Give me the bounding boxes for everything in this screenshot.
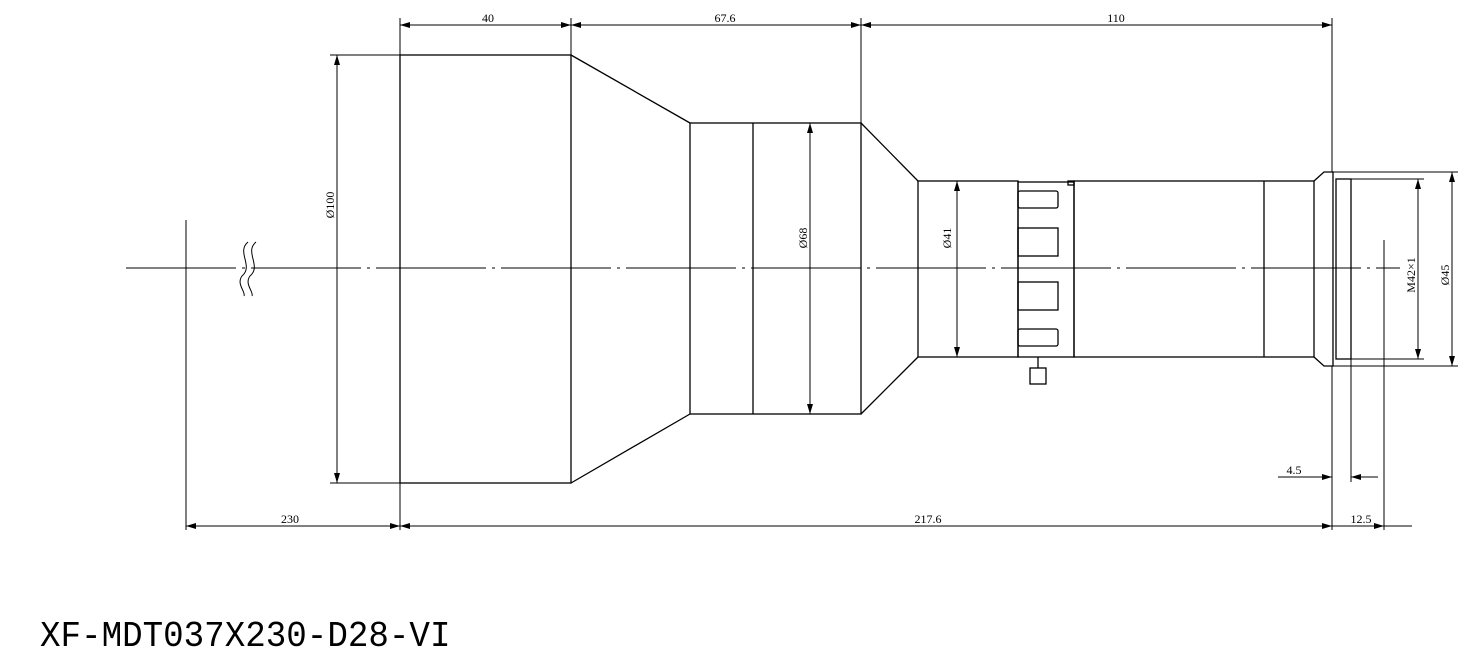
model-name: XF-MDT037X230-D28-VI (40, 616, 451, 657)
dim-total-length-217-6: 217.6 (915, 512, 942, 526)
lens-outline (399, 54, 1352, 484)
dim-diameter-45: Ø45 (1438, 265, 1452, 286)
dim-diameter-41: Ø41 (940, 228, 954, 249)
break-symbol-left (239, 241, 249, 297)
dim-working-distance-230: 230 (281, 512, 299, 526)
dim-length-67-6: 67.6 (715, 11, 736, 25)
dim-thread-m42: M42×1 (1404, 257, 1418, 292)
dim-flange-4-5: 4.5 (1287, 463, 1302, 477)
dim-diameter-68: Ø68 (796, 228, 810, 249)
dim-diameter-100: Ø100 (323, 192, 337, 219)
dim-back-12-5: 12.5 (1351, 512, 1372, 526)
break-symbol-right (247, 241, 257, 297)
diameter-dimensions (330, 54, 1458, 484)
top-dimensions (399, 18, 1333, 172)
dim-length-110: 110 (1107, 11, 1125, 25)
bottom-dimensions (186, 240, 1412, 530)
dim-length-40: 40 (482, 11, 494, 25)
